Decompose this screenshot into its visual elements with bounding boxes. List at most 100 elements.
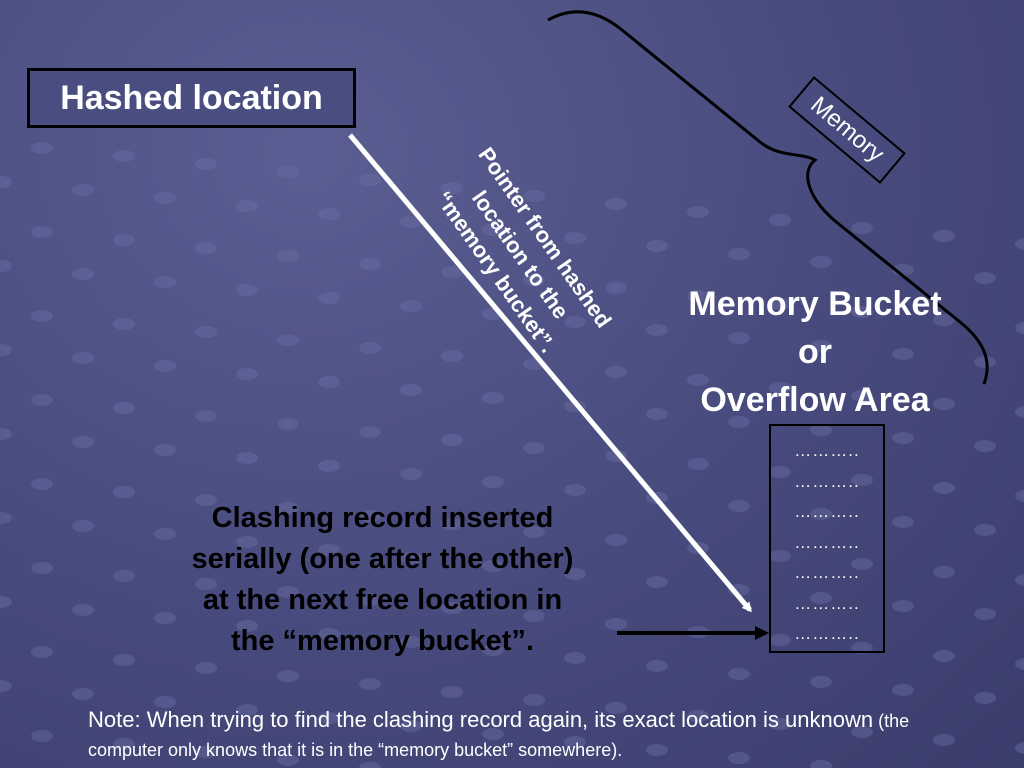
background-dot: [769, 298, 791, 310]
background-dot: [154, 192, 176, 204]
background-dot: [974, 356, 996, 368]
background-dot: [564, 652, 586, 664]
background-dot: [1015, 238, 1024, 250]
background-dot: [687, 710, 709, 722]
memory-brace: [547, 10, 989, 385]
background-dot: [236, 200, 258, 212]
background-dot: [277, 754, 299, 766]
bucket-slot: ………..: [794, 502, 860, 521]
background-dot: [318, 544, 340, 556]
background-dot: [113, 654, 135, 666]
background-dot: [646, 576, 668, 588]
background-dot: [687, 290, 709, 302]
background-dot: [605, 282, 627, 294]
background-dot: [318, 292, 340, 304]
background-dot: [687, 374, 709, 386]
background-dot: [359, 510, 381, 522]
background-dot: [195, 242, 217, 254]
background-dot: [1015, 406, 1024, 418]
background-dot: [236, 620, 258, 632]
background-dot: [523, 442, 545, 454]
background-dot: [400, 300, 422, 312]
background-dot: [1015, 322, 1024, 334]
background-dot: [113, 402, 135, 414]
background-dot: [154, 444, 176, 456]
background-dot: [441, 518, 463, 530]
background-dot: [359, 258, 381, 270]
bucket-title: Memory Bucket or Overflow Area: [660, 280, 970, 424]
background-dot: [851, 306, 873, 318]
background-dot: [72, 184, 94, 196]
background-dot: [318, 208, 340, 220]
background-dot: [974, 608, 996, 620]
background-dot: [646, 744, 668, 756]
background-dot: [31, 226, 53, 238]
background-dot: [728, 668, 750, 680]
background-dot: [154, 528, 176, 540]
background-dot: [728, 332, 750, 344]
background-dot: [933, 566, 955, 578]
background-dot: [236, 452, 258, 464]
background-dot: [31, 562, 53, 574]
bucket-slot: ………..: [794, 532, 860, 552]
bucket-slot: ………..: [794, 563, 860, 582]
background-dot: [0, 260, 12, 272]
hashed-location-label: Hashed location: [60, 78, 323, 117]
background-dot: [851, 390, 873, 402]
background-dot: [769, 382, 791, 394]
background-dot: [195, 158, 217, 170]
background-dot: [195, 410, 217, 422]
background-dot: [31, 310, 53, 322]
bucket-title-line3: Overflow Area: [700, 381, 930, 419]
background-dot: [974, 692, 996, 704]
background-dot: [72, 604, 94, 616]
background-dot: [605, 366, 627, 378]
background-dot: [687, 206, 709, 218]
background-dot: [482, 560, 504, 572]
background-dot: [1015, 658, 1024, 670]
background-dot: [72, 352, 94, 364]
background-dot: [400, 468, 422, 480]
background-dot: [523, 694, 545, 706]
bucket-slot: ………..: [794, 593, 860, 613]
background-dot: [769, 718, 791, 730]
pointer-arrow: [348, 133, 752, 613]
background-dot: [195, 326, 217, 338]
background-dot: [769, 466, 791, 478]
background-dot: [892, 600, 914, 612]
background-dot: [605, 198, 627, 210]
background-dot: [195, 494, 217, 506]
background-dot: [892, 684, 914, 696]
background-dot: [113, 318, 135, 330]
background-dot: [728, 752, 750, 764]
background-dot: [564, 316, 586, 328]
background-dot: [646, 408, 668, 420]
background-dot: [810, 256, 832, 268]
background-dot: [728, 500, 750, 512]
bucket-title-line1: Memory Bucket: [688, 285, 942, 323]
background-dot: [277, 670, 299, 682]
background-dot: [72, 688, 94, 700]
background-dot: [564, 736, 586, 748]
background-dot: [113, 234, 135, 246]
background-dot: [400, 720, 422, 732]
background-dot: [482, 476, 504, 488]
background-dot: [359, 678, 381, 690]
clash-line4: the “memory bucket”.: [231, 625, 534, 657]
background-dot: [564, 568, 586, 580]
background-dot: [359, 174, 381, 186]
background-dot: [646, 240, 668, 252]
background-dot: [605, 702, 627, 714]
background-dot: [31, 394, 53, 406]
background-dot: [769, 550, 791, 562]
background-dot: [482, 728, 504, 740]
background-dot: [154, 276, 176, 288]
note-main: Note: When trying to find the clashing r…: [88, 707, 874, 732]
background-dot: [892, 516, 914, 528]
background-dot: [31, 478, 53, 490]
bucket-slot: ………..: [794, 471, 860, 491]
background-dot: [1015, 490, 1024, 502]
background-dot: [0, 680, 12, 692]
